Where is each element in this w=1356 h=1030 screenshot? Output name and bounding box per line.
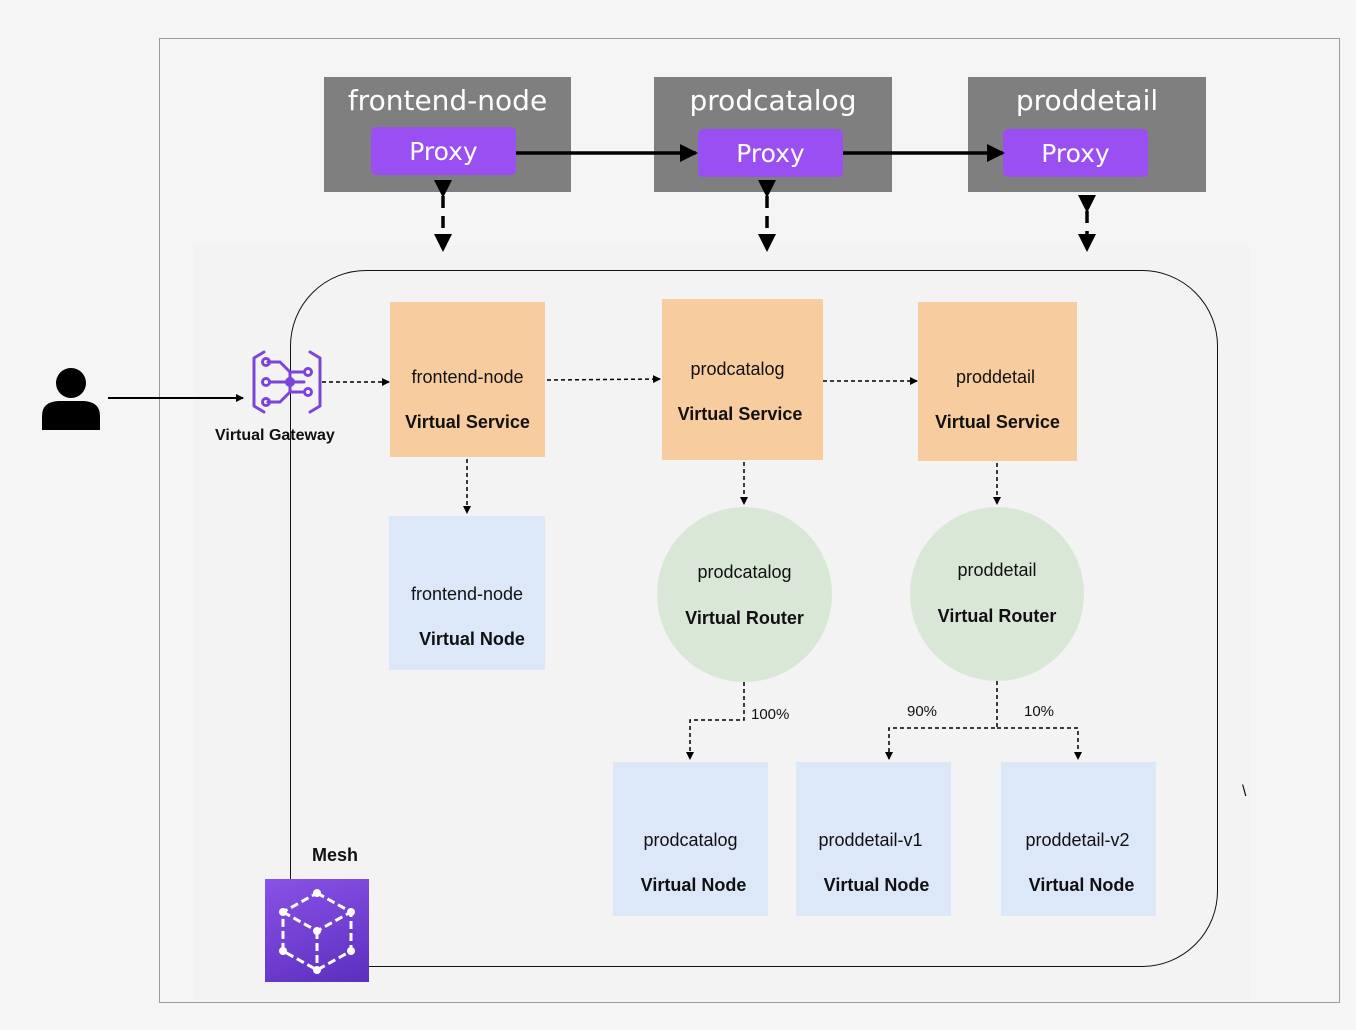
- proddetail-v1-virtual-node: proddetail-v1 Virtual Node: [796, 762, 951, 916]
- virtual-gateway-icon: [252, 348, 322, 416]
- user-icon: [40, 366, 102, 430]
- mesh-boundary: [290, 270, 1218, 967]
- frontend-proxy: Proxy: [371, 127, 516, 175]
- proddetail-host: proddetail Proxy: [968, 77, 1206, 192]
- frontend-service-name: frontend-node: [411, 367, 524, 387]
- prodcatalog-host-title: prodcatalog: [689, 84, 857, 117]
- proddetail-v1-node-type: Virtual Node: [823, 875, 930, 895]
- prodcatalog-virtual-node: prodcatalog Virtual Node: [613, 762, 768, 916]
- prodcatalog-service-type: Virtual Service: [677, 404, 803, 424]
- proddetail-v1-weight: 90%: [907, 703, 938, 720]
- proddetail-v2-virtual-node: proddetail-v2 Virtual Node: [1001, 762, 1156, 916]
- frontend-virtual-node: frontend-node Virtual Node: [389, 516, 545, 670]
- prodcatalog-proxy: Proxy: [698, 129, 843, 177]
- prodcatalog-service-name: prodcatalog: [690, 359, 785, 379]
- proddetail-virtual-router: proddetail Virtual Router: [910, 507, 1084, 681]
- proddetail-host-title: proddetail: [1015, 84, 1159, 117]
- prodcatalog-virtual-service: prodcatalog Virtual Service: [662, 299, 823, 460]
- proddetail-service-type: Virtual Service: [935, 412, 1060, 432]
- prodcatalog-virtual-router: prodcatalog Virtual Router: [657, 507, 832, 682]
- prodcatalog-router-type: Virtual Router: [685, 608, 804, 628]
- frontend-host: frontend-node Proxy: [324, 77, 571, 192]
- proddetail-v2-node-name: proddetail-v2: [1025, 830, 1130, 850]
- prodcatalog-node-type: Virtual Node: [640, 875, 747, 895]
- frontend-host-title: frontend-node: [347, 84, 548, 117]
- frontend-node-type: Virtual Node: [419, 629, 525, 649]
- mesh-label: Mesh: [312, 845, 359, 865]
- proddetail-v1-node-name: proddetail-v1: [818, 830, 923, 850]
- virtual-gateway-label: Virtual Gateway: [215, 427, 335, 444]
- frontend-service-type: Virtual Service: [405, 412, 530, 432]
- proddetail-virtual-service: proddetail Virtual Service: [918, 302, 1077, 461]
- proddetail-proxy: Proxy: [1003, 129, 1148, 177]
- prodcatalog-weight: 100%: [751, 706, 790, 723]
- stray-mark: \: [1242, 783, 1247, 800]
- proddetail-v2-node-type: Virtual Node: [1028, 875, 1135, 895]
- frontend-node-name: frontend-node: [410, 584, 524, 604]
- prodcatalog-host: prodcatalog Proxy: [654, 77, 892, 192]
- proddetail-router-name: proddetail: [957, 560, 1037, 580]
- prodcatalog-node-name: prodcatalog: [643, 830, 738, 850]
- prodcatalog-router-name: prodcatalog: [697, 562, 792, 582]
- proddetail-router-type: Virtual Router: [937, 606, 1057, 626]
- mesh-icon: [265, 879, 369, 982]
- frontend-virtual-service: frontend-node Virtual Service: [390, 302, 545, 457]
- proddetail-v2-weight: 10%: [1024, 703, 1055, 720]
- proddetail-service-name: proddetail: [955, 367, 1036, 387]
